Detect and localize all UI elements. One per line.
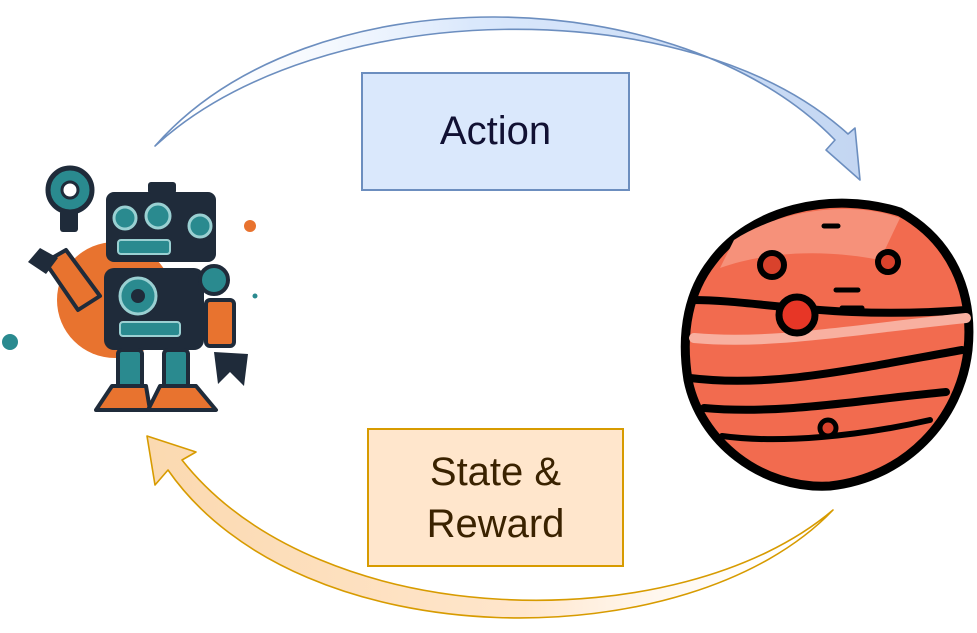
state-label: State &	[429, 449, 562, 494]
state-reward-box: State & Reward	[367, 428, 624, 567]
robot-icon	[2, 165, 258, 412]
action-label: Action	[439, 109, 552, 153]
reward-label: Reward	[426, 501, 565, 546]
action-box: Action	[361, 72, 630, 191]
state-reward-arrow	[146, 435, 834, 619]
planet-icon	[680, 198, 974, 491]
action-arrow	[154, 16, 861, 181]
